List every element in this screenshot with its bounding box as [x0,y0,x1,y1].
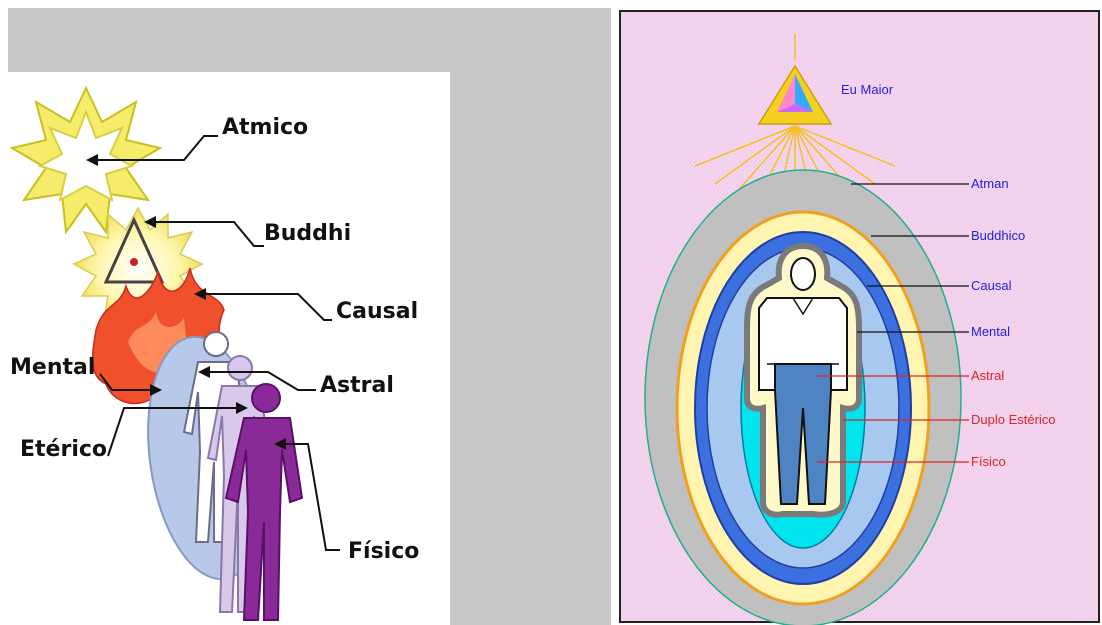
label-buddhi: Buddhi [264,221,351,246]
label-astral: Astral [320,373,394,398]
label-causal-right: Causal [971,278,1012,293]
label-eu-maior: Eu Maior [841,82,894,97]
left-diagram-panel: Atmico Buddhi Causal Mental Astral Etéri… [8,72,450,625]
label-mental: Mental [10,355,95,380]
label-fisico: Físico [348,539,419,564]
right-diagram-svg: Eu Maior Atman Buddhico Causal Mental As… [617,8,1102,625]
left-diagram-svg: Atmico Buddhi Causal Mental Astral Etéri… [8,72,450,625]
label-astral-right: Astral [971,368,1004,383]
label-mental-right: Mental [971,324,1010,339]
label-fisico-right: Físico [971,454,1006,469]
label-atmico: Atmico [222,115,308,140]
gray-background-middle [450,8,611,625]
label-buddhico: Buddhico [971,228,1025,243]
label-eterico: Etérico [20,437,107,462]
label-atman: Atman [971,176,1009,191]
label-duplo-esterico: Duplo Estérico [971,412,1056,427]
right-diagram-panel: Eu Maior Atman Buddhico Causal Mental As… [617,8,1102,625]
label-causal: Causal [336,299,418,324]
